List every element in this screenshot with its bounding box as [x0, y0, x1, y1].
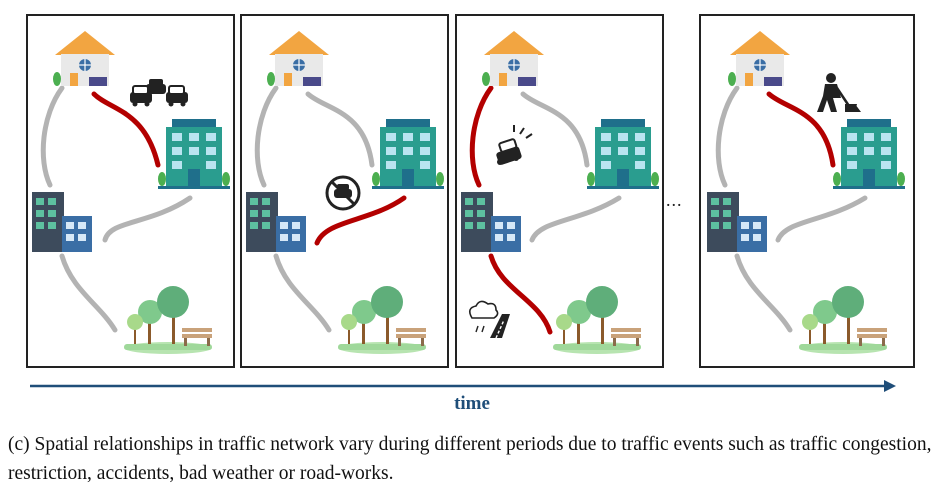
no-car-icon [325, 175, 361, 211]
road-event [469, 85, 494, 188]
time-axis-label: time [454, 393, 490, 414]
road-event [766, 91, 836, 168]
time-arrow-head [884, 380, 896, 392]
road [273, 253, 332, 333]
panel-2 [240, 14, 449, 368]
road-event [91, 91, 161, 168]
panel-4-frame [699, 14, 915, 368]
road [40, 85, 65, 188]
road [102, 195, 193, 243]
road-event [488, 253, 553, 335]
road [715, 85, 740, 188]
road [254, 85, 279, 188]
panel-1 [26, 14, 235, 368]
figure-caption: (c) Spatial relationships in traffic net… [8, 434, 932, 484]
traffic-diagram [26, 14, 915, 392]
office-building-icon [833, 119, 905, 189]
panel-3 [455, 14, 664, 368]
road [59, 253, 118, 333]
road [529, 195, 622, 243]
panel-1-frame [26, 14, 235, 368]
road [520, 91, 590, 168]
road [734, 253, 793, 333]
panel-ellipsis: ... [666, 190, 683, 210]
road [775, 195, 868, 243]
road-event [314, 195, 407, 246]
office-building-icon [587, 119, 659, 189]
panel-4 [699, 14, 915, 368]
office-building-icon [372, 119, 444, 189]
office-building-icon [158, 119, 230, 189]
road [305, 91, 375, 168]
